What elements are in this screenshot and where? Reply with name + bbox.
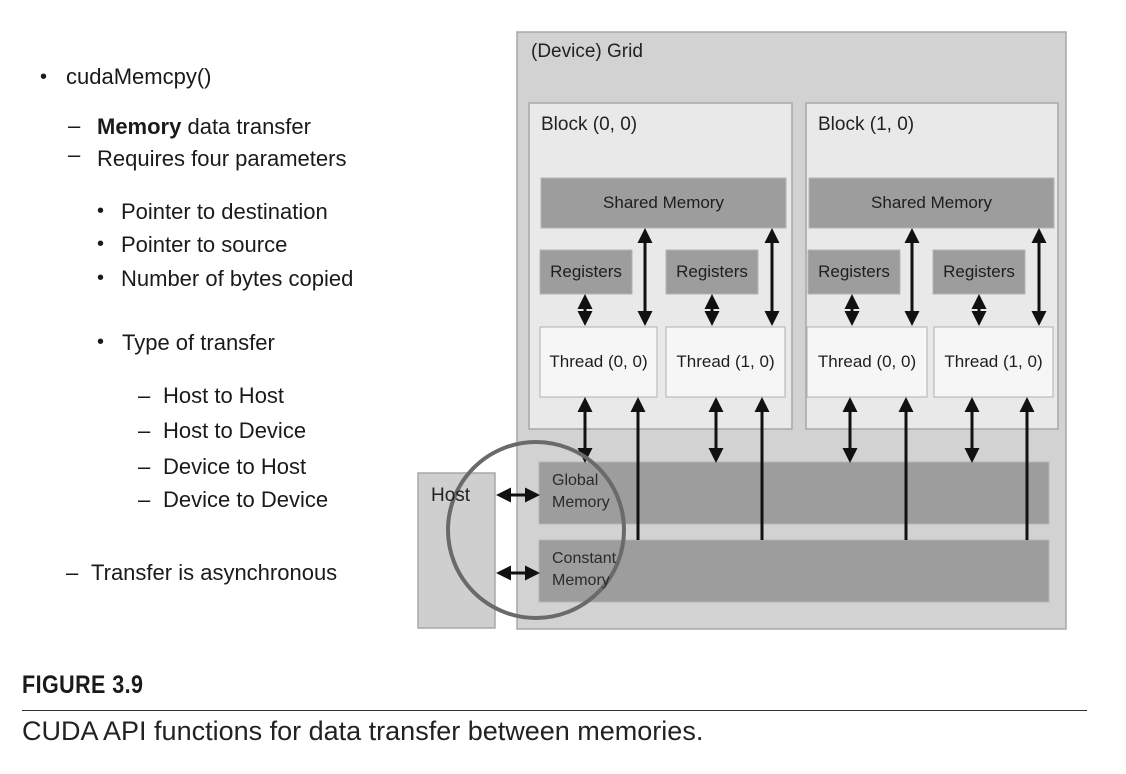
- constant-memory-line1: Constant: [552, 550, 617, 567]
- global-memory-line2: Memory: [552, 494, 610, 511]
- dash-marker: –: [68, 113, 81, 138]
- constant-memory: [538, 539, 1050, 603]
- thread-box: [665, 326, 786, 398]
- thread-box: [539, 326, 658, 398]
- bullet-asynchronous: Transfer is asynchronous: [91, 560, 338, 585]
- dash-marker: –: [138, 487, 151, 512]
- constant-memory-label: Constant Memory: [552, 548, 616, 592]
- thread-1-0-label: Thread (1, 0): [676, 352, 775, 371]
- constant-memory-line2: Memory: [552, 572, 610, 589]
- shared-memory-label: Shared Memory: [603, 193, 724, 212]
- figure-caption: CUDA API functions for data transfer bet…: [22, 716, 704, 746]
- bullet-memory-rest: data transfer: [181, 114, 311, 139]
- shared-memory-block1: [808, 177, 1055, 229]
- block-1-0-label: Block (1, 0): [818, 114, 915, 135]
- registers-box: [539, 249, 633, 295]
- shared-memory-label: Shared Memory: [871, 193, 992, 212]
- host-box: [417, 472, 496, 629]
- cuda-memory-diagram: [417, 31, 1067, 630]
- bullet-dot: •: [97, 233, 105, 255]
- shared-thread-arrows: [637, 228, 1047, 326]
- transfer-device-to-device: Device to Device: [163, 487, 329, 512]
- registers-label: Registers: [676, 262, 748, 281]
- host-label: Host: [431, 485, 471, 506]
- global-memory-label: Global Memory: [552, 470, 610, 514]
- register-thread-arrows: [577, 294, 987, 326]
- dash-marker: –: [66, 560, 79, 585]
- thread-box: [806, 326, 928, 398]
- shared-memory-block0: [540, 177, 787, 229]
- bullet-dot: •: [97, 200, 105, 222]
- transfer-host-to-host: Host to Host: [163, 383, 285, 408]
- transfer-device-to-host: Device to Host: [163, 454, 307, 479]
- bullet-memory-transfer: Memory data transfer: [97, 114, 311, 140]
- registers-label: Registers: [818, 262, 890, 281]
- bullet-memory-bold: Memory: [97, 114, 182, 139]
- dash-marker: –: [138, 383, 151, 408]
- registers-box: [665, 249, 759, 295]
- thread-1-0-label: Thread (1, 0): [944, 352, 1043, 371]
- bullet-cudamemcpy: cudaMemcpy(): [66, 64, 212, 89]
- bullet-dot: •: [40, 66, 48, 88]
- constant-thread-arrows: [630, 397, 1035, 540]
- host-memory-arrows: [496, 487, 540, 581]
- grid-label: (Device) Grid: [531, 41, 643, 62]
- registers-box: [807, 249, 901, 295]
- registers-label: Registers: [943, 262, 1015, 281]
- figure-label: FIGURE 3.9: [22, 671, 144, 699]
- dash-marker: –: [68, 142, 81, 167]
- thread-0-0-label: Thread (0, 0): [817, 352, 917, 371]
- dash-marker: –: [138, 418, 151, 443]
- thread-global-arrows: [577, 397, 980, 463]
- registers-box: [932, 249, 1026, 295]
- thread-box: [933, 326, 1054, 398]
- bullet-pointer-destination: Pointer to destination: [121, 199, 328, 224]
- dash-marker: –: [138, 454, 151, 479]
- bullet-dot: •: [97, 331, 105, 353]
- bullet-number-bytes: Number of bytes copied: [121, 266, 354, 291]
- bullet-pointer-source: Pointer to source: [121, 232, 288, 257]
- caption-divider: [22, 710, 1087, 711]
- thread-0-0-label: Thread (0, 0): [549, 352, 648, 371]
- block-0-0-label: Block (0, 0): [541, 114, 638, 135]
- global-memory-line1: Global: [552, 472, 599, 489]
- bullet-requires-params: Requires four parameters: [97, 146, 347, 171]
- registers-label: Registers: [550, 262, 622, 281]
- transfer-host-to-device: Host to Device: [163, 418, 307, 443]
- highlight-circle: [446, 440, 626, 620]
- bullet-dot: •: [97, 267, 105, 289]
- bullet-type-transfer: Type of transfer: [122, 330, 275, 355]
